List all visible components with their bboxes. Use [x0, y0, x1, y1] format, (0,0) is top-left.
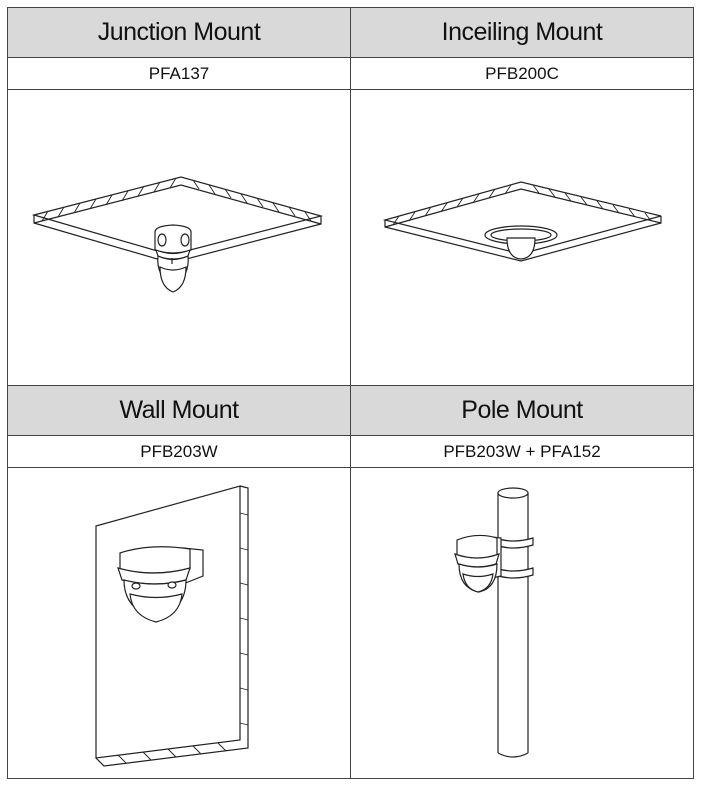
junction-mount-illustration — [31, 176, 324, 293]
inceiling-mount-illustration-cell — [350, 89, 694, 386]
model-inceiling-mount: PFB200C — [350, 57, 694, 90]
model-wall-mount: PFB203W — [7, 435, 351, 468]
model-junction-mount: PFA137 — [7, 57, 351, 90]
model-pole-mount: PFB203W + PFA152 — [350, 435, 694, 468]
mount-table: Junction Mount Inceiling Mount PFA137 PF… — [7, 7, 694, 779]
pole-mount-illustration-cell — [350, 467, 694, 779]
wall-mount-illustration-cell — [7, 467, 351, 779]
junction-mount-illustration-cell — [7, 89, 351, 386]
header-pole-mount: Pole Mount — [350, 385, 694, 436]
header-junction-mount: Junction Mount — [7, 7, 351, 58]
inceiling-mount-illustration — [382, 181, 662, 262]
wall-mount-illustration — [95, 485, 249, 767]
header-wall-mount: Wall Mount — [7, 385, 351, 436]
header-inceiling-mount: Inceiling Mount — [350, 7, 694, 58]
pole-mount-illustration — [454, 487, 534, 758]
